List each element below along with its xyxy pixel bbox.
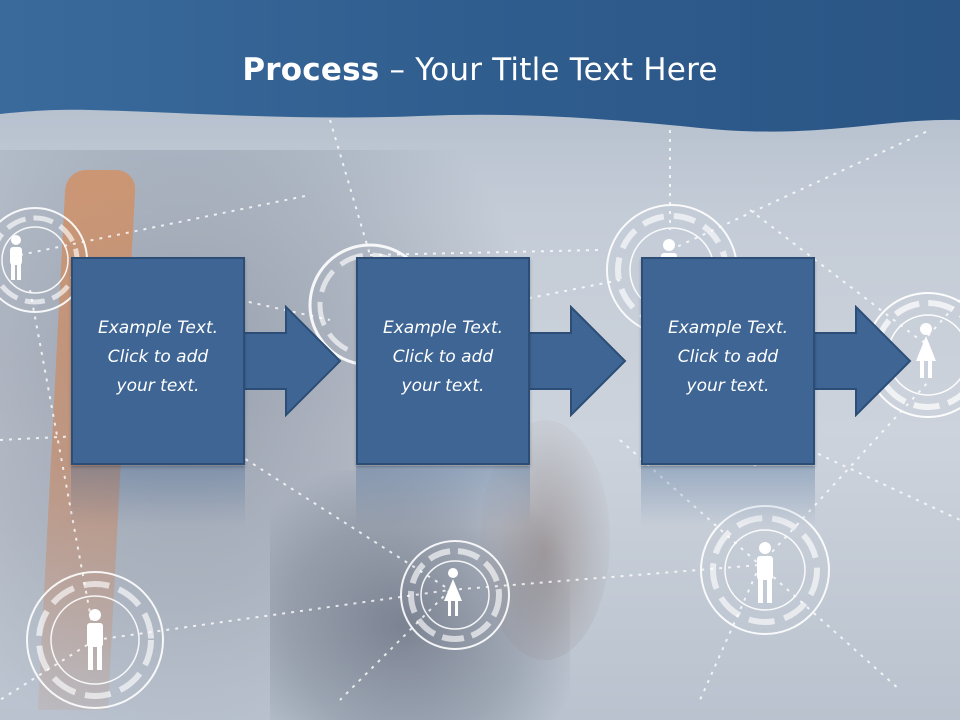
slide-title: Process – Your Title Text Here (0, 52, 960, 88)
person-icon (10, 235, 22, 280)
step-line-3: your text. (116, 376, 200, 396)
box-reflection (356, 466, 530, 526)
title-bold: Process (242, 52, 380, 88)
right-arrow-icon (241, 305, 342, 417)
step-text[interactable]: Example Text. Click to add your text. (368, 314, 518, 401)
step-line-3: your text. (401, 376, 485, 396)
step-line-2: Click to add (107, 347, 209, 367)
person-icon (87, 609, 103, 670)
step-line-2: Click to add (392, 347, 494, 367)
step-line-3: your text. (686, 376, 770, 396)
person-female-icon (444, 568, 462, 616)
step-line-1: Example Text. (97, 318, 219, 338)
node-person-7 (26, 571, 164, 709)
person-female-icon (916, 323, 936, 378)
node-person-6 (700, 505, 830, 635)
process-step-2[interactable]: Example Text. Click to add your text. (356, 257, 530, 465)
step-line-1: Example Text. (667, 318, 789, 338)
node-person-5 (400, 540, 510, 650)
step-text[interactable]: Example Text. Click to add your text. (653, 314, 803, 401)
header-band (0, 0, 960, 132)
right-arrow-icon (526, 305, 627, 417)
step-text[interactable]: Example Text. Click to add your text. (83, 314, 233, 401)
process-step-1[interactable]: Example Text. Click to add your text. (71, 257, 245, 465)
background-sleeve (270, 470, 570, 720)
right-arrow-icon (811, 305, 912, 417)
box-reflection (71, 466, 245, 526)
person-icon (757, 542, 773, 603)
process-step-3[interactable]: Example Text. Click to add your text. (641, 257, 815, 465)
title-rest: – Your Title Text Here (379, 52, 718, 88)
step-line-1: Example Text. (382, 318, 504, 338)
step-line-2: Click to add (677, 347, 779, 367)
box-reflection (641, 466, 815, 526)
